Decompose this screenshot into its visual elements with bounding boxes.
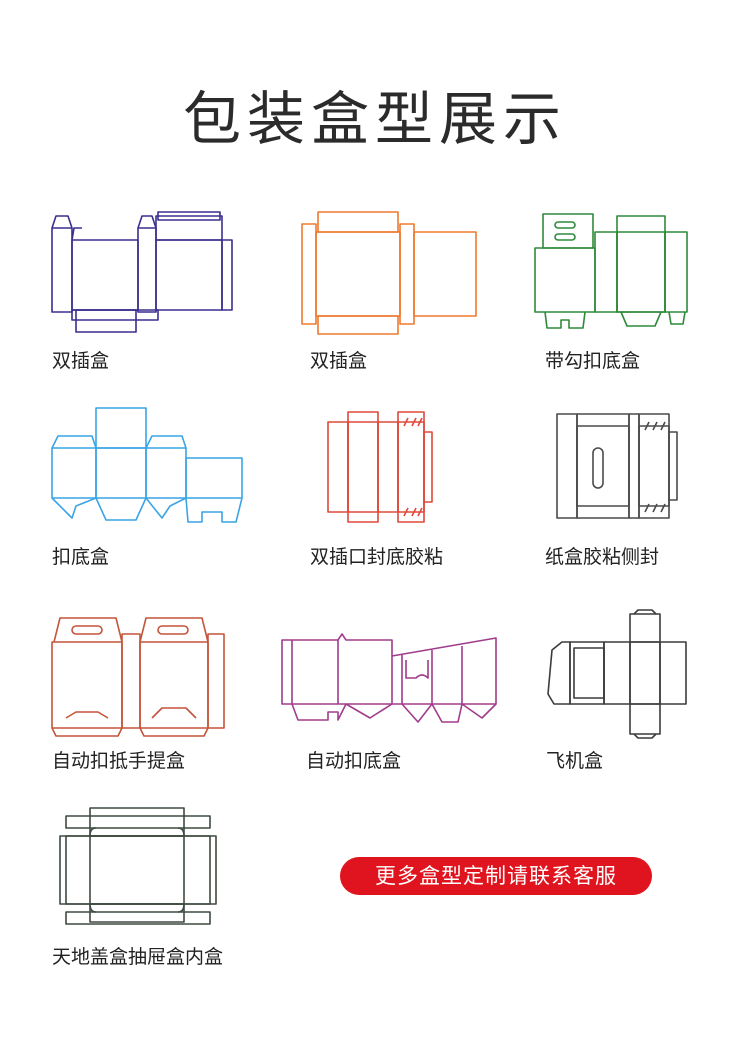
box-label: 天地盖盒抽屉盒内盒	[52, 946, 224, 968]
dieline-auto-lock-bottom	[281, 633, 497, 723]
box-label: 自动扣抵手提盒	[52, 750, 186, 772]
box-label: 双插盒	[52, 350, 110, 372]
dieline-lid-drawer-box	[59, 807, 217, 925]
dieline-lock-bottom	[51, 407, 243, 523]
contact-support-button[interactable]: 更多盒型定制请联系客服	[340, 857, 652, 895]
dieline-hook-lock-bottom	[534, 213, 688, 329]
box-label: 自动扣底盒	[306, 750, 402, 772]
box-label: 带勾扣底盒	[545, 350, 641, 372]
dieline-side-glued	[556, 413, 678, 519]
dieline-double-tuck-2	[301, 211, 477, 335]
dieline-handle-box	[51, 617, 225, 737]
box-label: 双插盒	[310, 350, 368, 372]
page-title: 包装盒型展示	[182, 85, 567, 153]
dieline-double-tuck-1	[51, 211, 233, 333]
dieline-mailer-box	[547, 609, 687, 739]
box-label: 纸盒胶粘侧封	[545, 546, 660, 568]
box-label: 扣底盒	[52, 546, 110, 568]
box-label: 双插口封底胶粘	[310, 546, 444, 568]
box-label: 飞机盒	[546, 750, 604, 772]
dieline-double-tuck-glued	[327, 411, 433, 523]
